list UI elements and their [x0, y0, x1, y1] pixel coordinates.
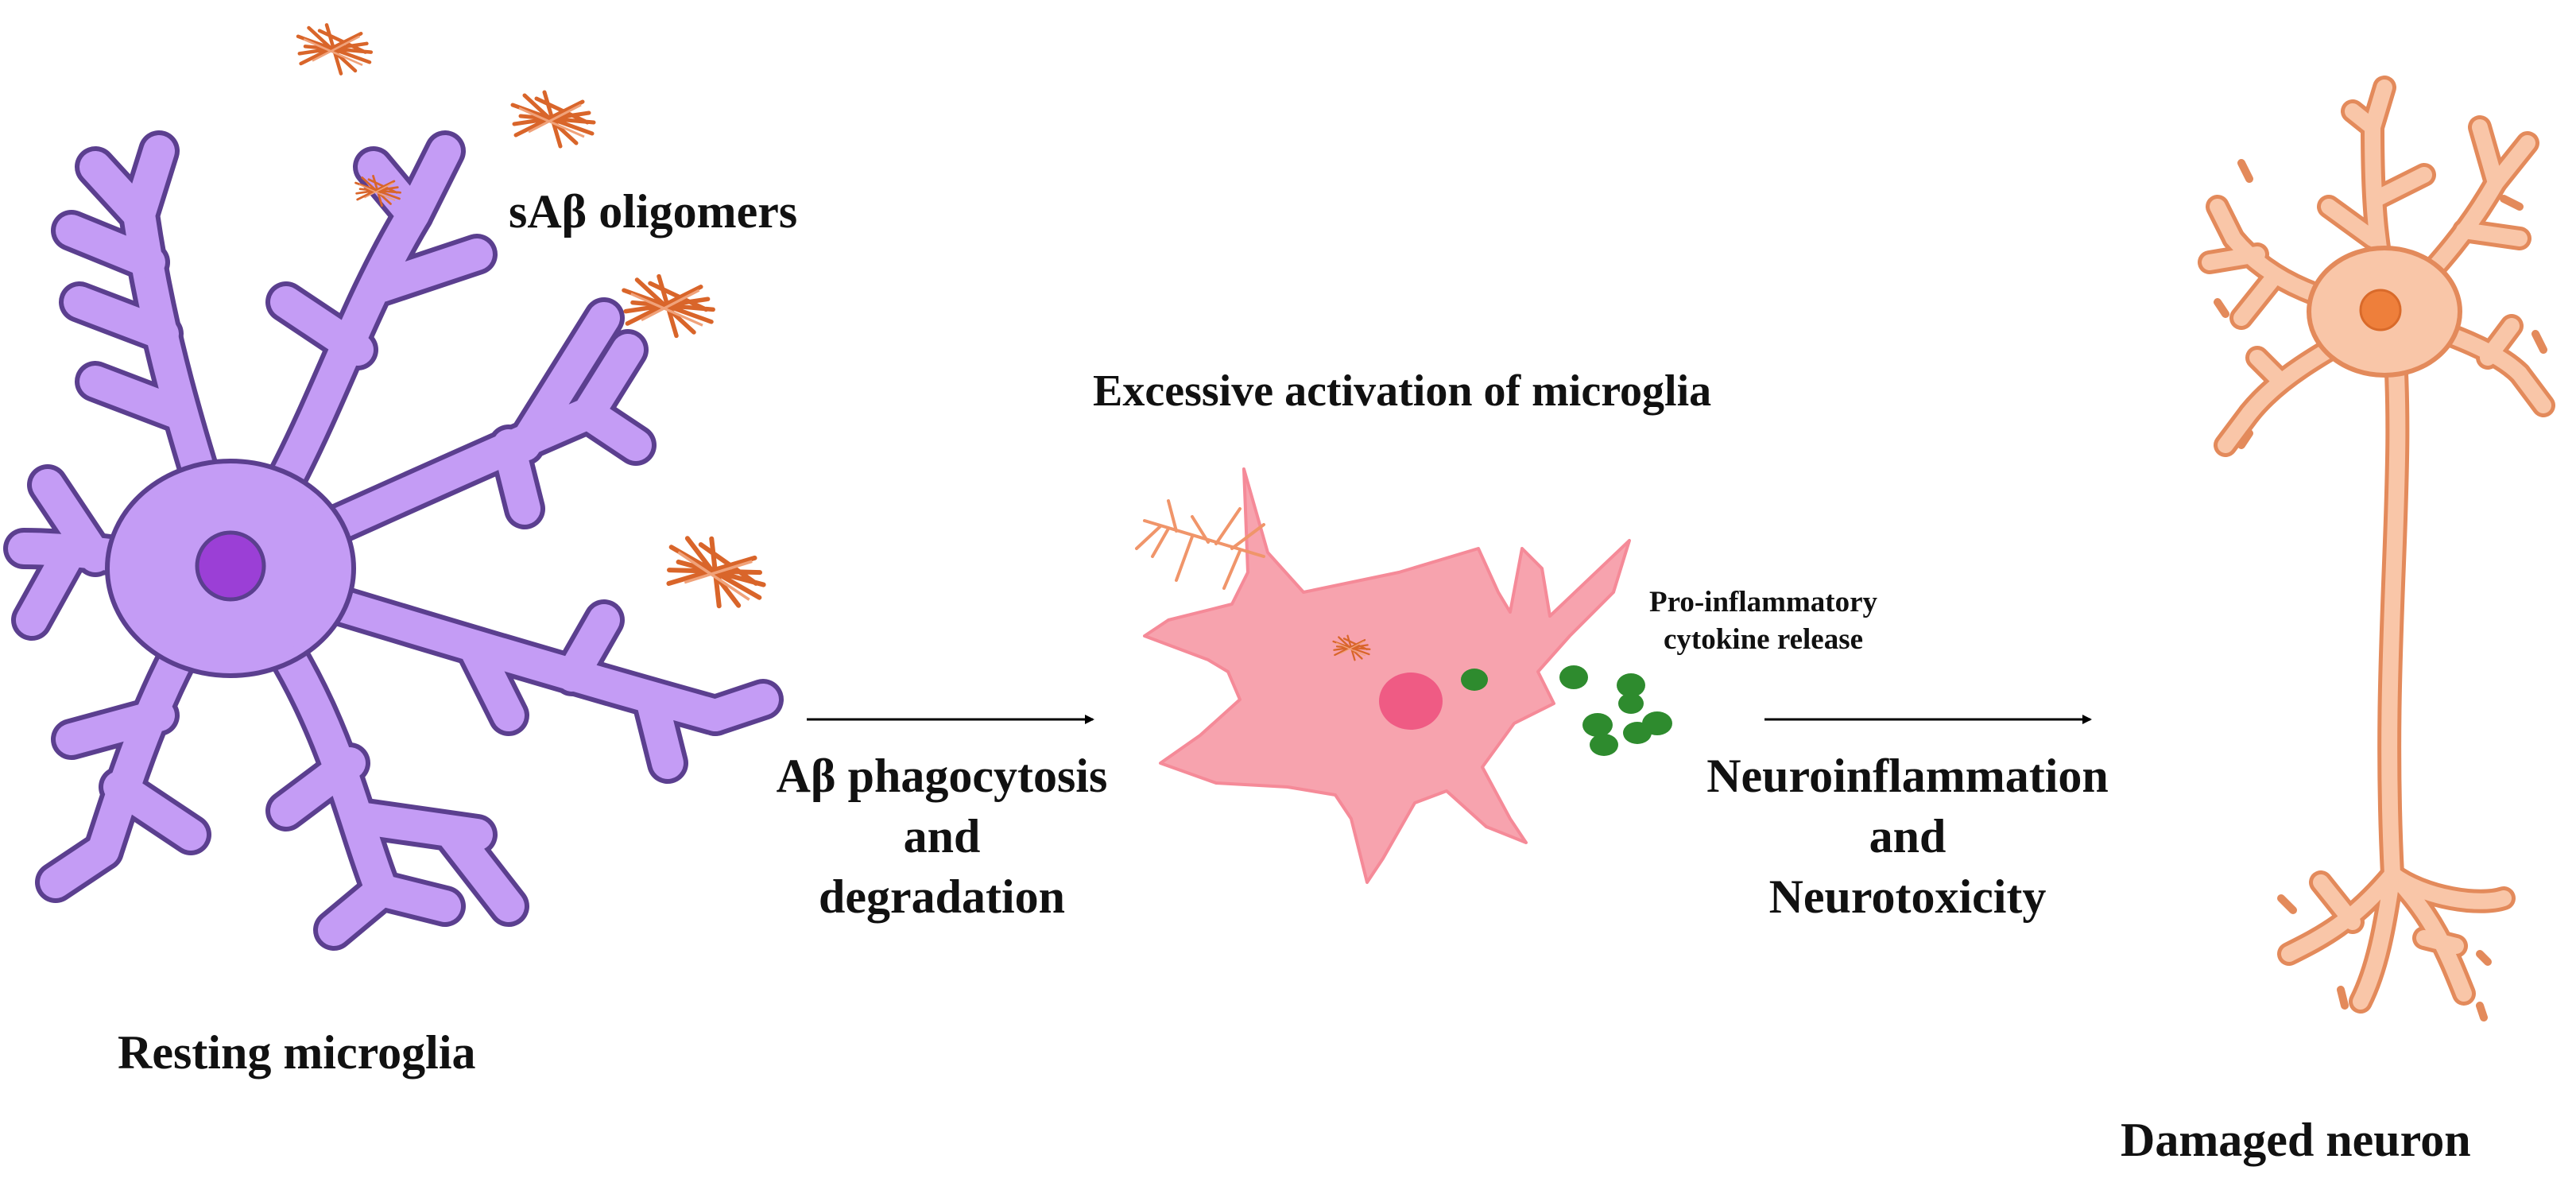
resting-microglia-label: Resting microglia [118, 1026, 476, 1079]
neuro-line-2: and [1869, 810, 1947, 863]
excessive-activation-label: Excessive activation of microglia [1093, 366, 1712, 416]
cytokine-release-label: Pro-inflammatory cytokine release [1649, 584, 1877, 659]
resting-nucleus [195, 530, 266, 602]
activated-microglia [1135, 467, 1631, 884]
damaged-neuron [2198, 76, 2555, 1021]
neuroinflammation-label: Neuroinflammation and Neurotoxicity [1693, 746, 2122, 928]
cytokine-particles [1461, 665, 1672, 756]
phagocytosis-label: Aβ phagocytosis and degradation [759, 746, 1125, 928]
phago-line-3: degradation [818, 870, 1066, 924]
oligomers-label: sAβ oligomers [509, 185, 798, 238]
neuron-nucleus [2359, 289, 2402, 331]
phago-line-2: and [903, 810, 981, 863]
activated-nucleus [1379, 673, 1443, 730]
cytokine-line-2: cytokine release [1663, 622, 1864, 656]
cytokine-line-1: Pro-inflammatory [1649, 586, 1878, 618]
resting-microglia [3, 130, 784, 951]
neuro-line-3: Neurotoxicity [1768, 870, 2047, 924]
phago-line-1: Aβ phagocytosis [776, 750, 1108, 802]
branched-fibril [1135, 499, 1265, 590]
neurite-fragments [2214, 159, 2547, 1021]
damaged-neuron-label: Damaged neuron [2121, 1114, 2471, 1166]
neuro-line-1: Neuroinflammation [1706, 750, 2109, 802]
